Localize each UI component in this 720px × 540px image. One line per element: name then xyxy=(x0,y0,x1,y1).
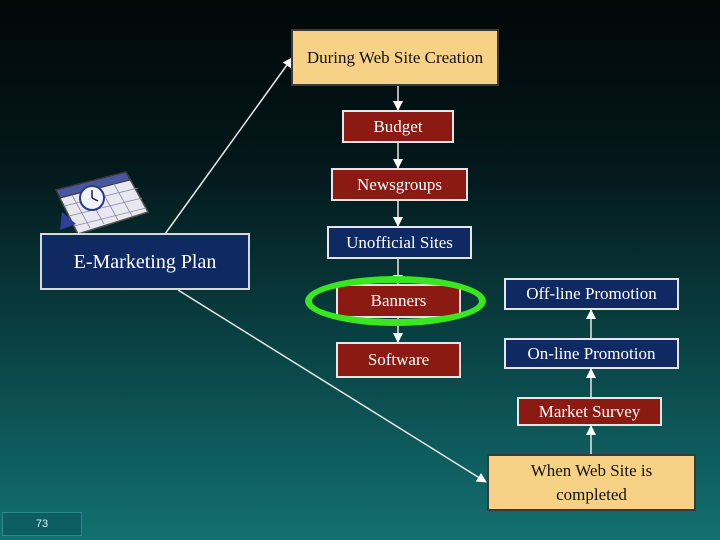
unofficial-label: Unofficial Sites xyxy=(346,232,453,252)
banners-highlight-oval xyxy=(305,276,486,326)
newsgroups-label: Newsgroups xyxy=(357,174,442,194)
calendar-icon xyxy=(54,171,150,235)
plan-label: E-Marketing Plan xyxy=(73,250,217,273)
off-line-promotion-box: Off-line Promotion xyxy=(504,278,679,310)
completed-label: When Web Site is completed xyxy=(530,460,653,504)
software-label: Software xyxy=(367,350,430,369)
software-box: Software xyxy=(336,342,461,378)
market-survey-box: Market Survey xyxy=(517,397,662,426)
during-label: During Web Site Creation xyxy=(306,47,484,67)
online-label: On-line Promotion xyxy=(527,343,656,363)
during-web-site-creation-box: During Web Site Creation xyxy=(291,29,499,86)
e-marketing-plan-box: E-Marketing Plan xyxy=(40,233,250,290)
arrow-to-during xyxy=(164,57,293,235)
newsgroups-box: Newsgroups xyxy=(331,168,468,201)
page-number: 73 xyxy=(2,512,82,536)
arrow-to-completed xyxy=(177,289,487,483)
survey-label: Market Survey xyxy=(538,401,641,421)
unofficial-sites-box: Unofficial Sites xyxy=(327,226,472,259)
offline-label: Off-line Promotion xyxy=(526,284,657,303)
budget-box: Budget xyxy=(342,110,454,143)
budget-label: Budget xyxy=(373,116,423,136)
on-line-promotion-box: On-line Promotion xyxy=(504,338,679,369)
when-web-site-completed-box: When Web Site is completed xyxy=(487,454,696,511)
